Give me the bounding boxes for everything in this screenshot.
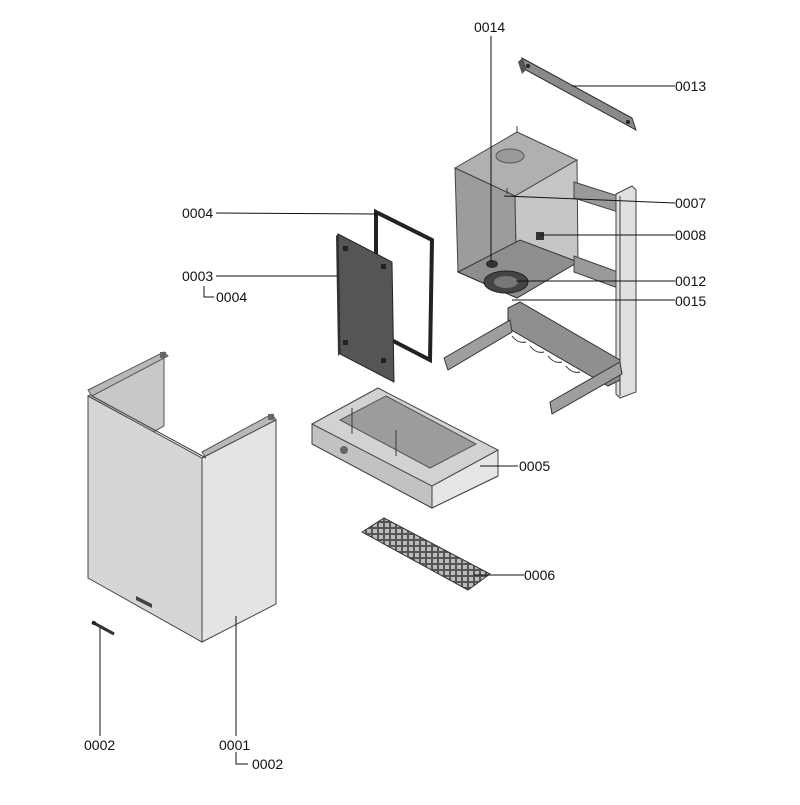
- part-0008-connector: [536, 232, 544, 240]
- brand-logo-mark: [136, 596, 152, 608]
- label-0012: 0012: [675, 273, 706, 289]
- part-0013-rail: [518, 56, 637, 132]
- label-0004-top: 0004: [182, 205, 213, 221]
- part-0003-panel: [336, 233, 395, 383]
- label-0013: 0013: [675, 78, 706, 94]
- label-0001: 0001: [219, 737, 250, 753]
- leader-lines: [99, 36, 676, 765]
- part-0002-screw: [91, 620, 115, 636]
- label-0007: 0007: [675, 195, 706, 211]
- label-0002-sub: 0002: [252, 756, 283, 772]
- label-0015: 0015: [675, 293, 706, 309]
- label-0006: 0006: [524, 567, 555, 583]
- part-chassis-box: [453, 126, 580, 299]
- part-side-frame: [443, 181, 637, 415]
- part-0005-base: [311, 387, 499, 509]
- label-0002-left: 0002: [84, 737, 115, 753]
- part-0006-grille: [361, 517, 491, 591]
- part-0001-casing: [87, 351, 277, 643]
- callout-labels: 0014 0013 0007 0008 0012 0015 0004 0003 …: [84, 19, 706, 772]
- label-0014: 0014: [474, 19, 505, 35]
- label-0008: 0008: [675, 227, 706, 243]
- label-0005: 0005: [519, 458, 550, 474]
- label-0004-sub: 0004: [216, 289, 247, 305]
- label-0003: 0003: [182, 268, 213, 284]
